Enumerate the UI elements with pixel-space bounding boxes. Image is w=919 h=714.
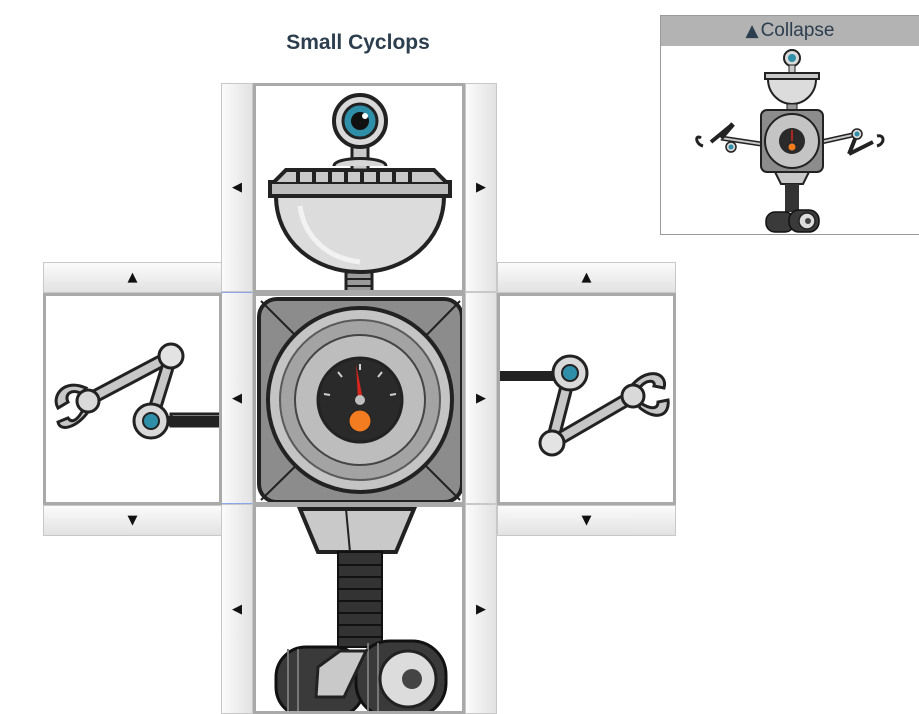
right-arm-panel xyxy=(497,293,676,505)
arrow-left-icon: ◀ xyxy=(232,601,242,617)
left-arm-next-button[interactable]: ▼ xyxy=(43,505,222,536)
head-next-button[interactable]: ▶ xyxy=(465,83,497,292)
head-panel xyxy=(253,83,465,293)
arrow-right-icon: ▶ xyxy=(476,601,486,617)
page-title: Small Cyclops xyxy=(286,31,430,54)
right-arm-prev-button[interactable]: ▲ xyxy=(497,262,676,293)
body-panel xyxy=(253,293,465,505)
arrow-up-icon: ▲ xyxy=(581,270,592,285)
arrow-right-icon: ▶ xyxy=(476,180,486,195)
robot-preview-image xyxy=(695,49,885,233)
robot-right-arm-icon xyxy=(500,354,670,457)
left-arm-prev-button[interactable]: ▲ xyxy=(43,262,222,293)
robot-left-arm-icon xyxy=(54,342,219,440)
arrow-left-icon: ◀ xyxy=(232,390,242,406)
left-arm-panel xyxy=(43,293,222,505)
arrow-up-icon: ▲ xyxy=(127,270,138,285)
robot-legs-icon xyxy=(274,507,448,711)
robot-body-icon xyxy=(257,297,462,502)
body-next-button[interactable]: ▶ xyxy=(465,292,497,504)
collapse-label: Collapse xyxy=(760,20,835,41)
arrow-down-icon: ▼ xyxy=(581,513,592,528)
arrow-right-icon: ▶ xyxy=(476,390,486,406)
triangle-up-icon: ▲ xyxy=(745,21,759,41)
robot-preview: ▲ Collapse xyxy=(660,15,919,235)
right-arm-next-button[interactable]: ▼ xyxy=(497,505,676,536)
legs-next-button[interactable]: ▶ xyxy=(465,504,497,714)
legs-panel xyxy=(253,504,465,714)
body-prev-button[interactable]: ◀ xyxy=(221,292,253,504)
collapse-button[interactable]: ▲ Collapse xyxy=(661,16,919,46)
robot-head-icon xyxy=(268,93,452,290)
arrow-left-icon: ◀ xyxy=(232,180,242,195)
legs-prev-button[interactable]: ◀ xyxy=(221,504,253,714)
arrow-down-icon: ▼ xyxy=(127,513,138,528)
head-prev-button[interactable]: ◀ xyxy=(221,83,253,292)
